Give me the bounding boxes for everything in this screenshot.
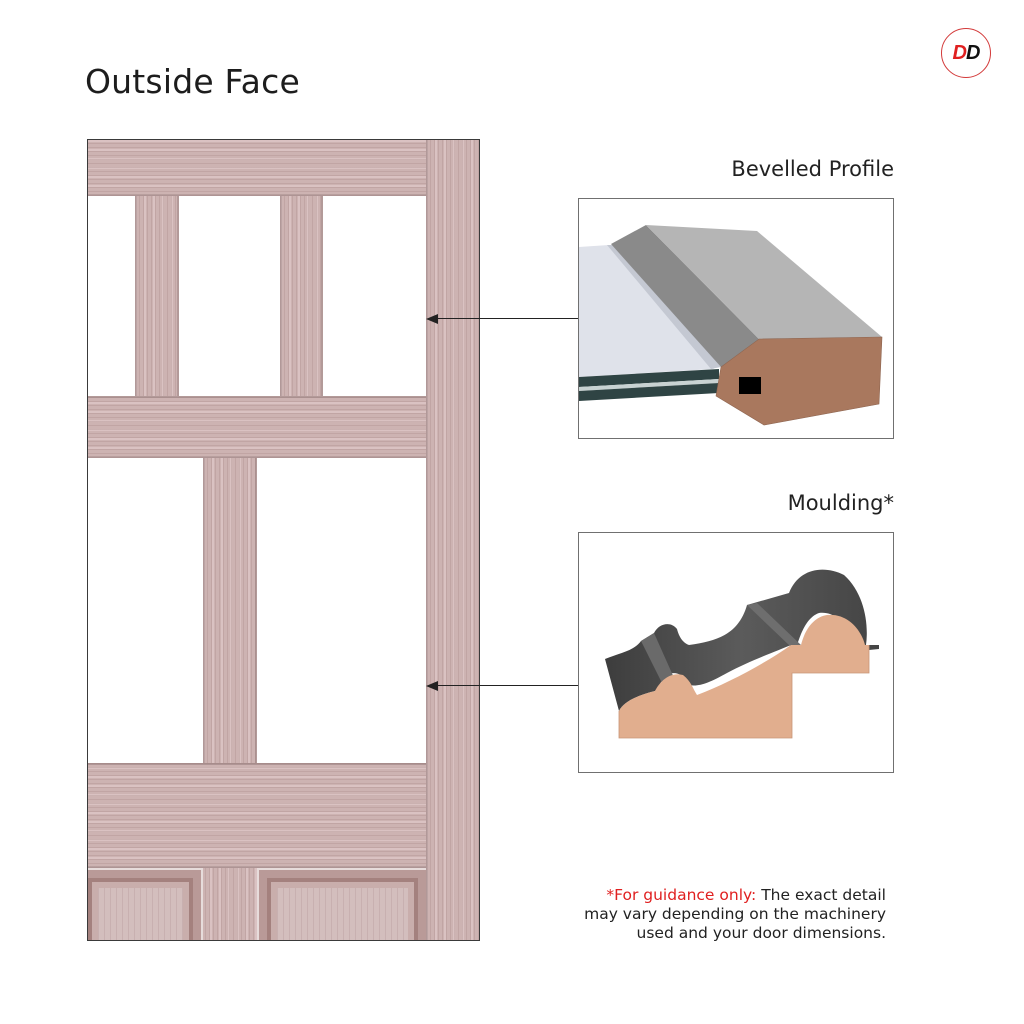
bevelled-profile-label: Bevelled Profile — [731, 157, 894, 181]
note-highlight: *For guidance only: — [606, 886, 757, 904]
door-middle-rail — [88, 396, 426, 458]
door-illustration — [87, 139, 480, 941]
door-raised-panel-right — [259, 870, 426, 940]
note-line-2: may vary depending on the machinery — [584, 905, 886, 923]
page-title: Outside Face — [85, 62, 300, 101]
logo-letter-2: D — [966, 41, 980, 64]
note-line-1: *For guidance only: The exact detail — [584, 886, 886, 905]
door-top-rail — [88, 140, 426, 196]
arrow-moulding-line — [436, 685, 578, 686]
arrow-bevelled-line — [436, 318, 578, 319]
bevelled-profile-panel — [578, 198, 894, 439]
door-right-stile — [426, 140, 479, 940]
note-line-3: used and your door dimensions. — [636, 924, 886, 942]
arrow-left-icon — [426, 681, 438, 691]
door-upper-muntin-2 — [280, 196, 323, 396]
door-bottom-muntin — [201, 868, 259, 940]
arrow-left-icon — [426, 314, 438, 324]
bevelled-profile-illustration — [579, 225, 883, 426]
note-line-1-rest: The exact detail — [756, 886, 886, 904]
moulding-label: Moulding* — [787, 491, 894, 515]
moulding-panel — [578, 532, 894, 773]
door-lock-rail — [88, 763, 426, 868]
logo-letter-1: D — [952, 41, 967, 64]
door-upper-muntin-1 — [135, 196, 179, 396]
moulding-profile-illustration — [605, 569, 879, 739]
guidance-note: *For guidance only: The exact detail may… — [584, 886, 886, 943]
door-raised-panel-left — [88, 870, 201, 940]
door-lower-mullion — [203, 458, 257, 763]
